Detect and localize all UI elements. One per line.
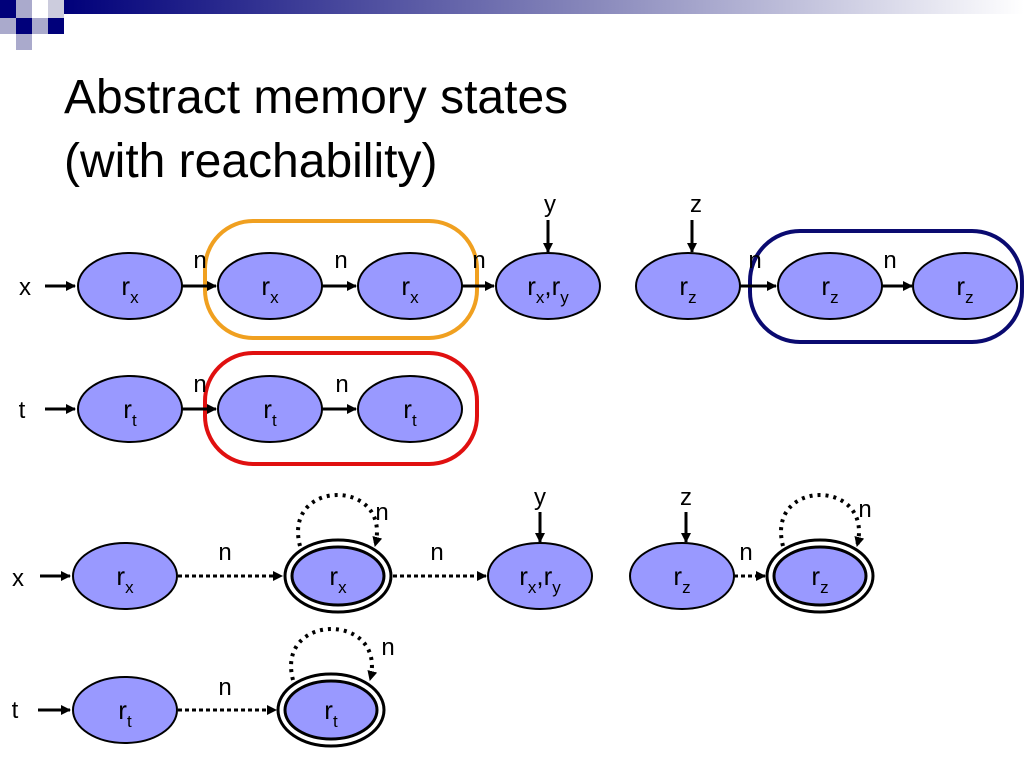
heap-node-label: rt (123, 394, 137, 430)
heap-node-label: rz (811, 561, 828, 597)
summary-node (283, 679, 379, 741)
pointer-variable-y: y (544, 191, 556, 218)
heap-node (487, 542, 593, 610)
summary-node-outer-ring (765, 538, 875, 614)
header-gradient-bar (64, 0, 1024, 14)
heap-node-label: rx (121, 271, 139, 307)
self-loop-edge (779, 493, 865, 547)
heap-node-label: rt (118, 695, 132, 731)
heap-node-label: rx (116, 561, 134, 597)
edge-label-n: n (748, 247, 761, 274)
corner-square-light (0, 18, 16, 34)
heap-node-label: rx (261, 271, 279, 307)
reachability-region-orange (203, 219, 479, 340)
heap-node-label: rz (821, 271, 838, 307)
summary-node-outer-ring (276, 672, 386, 748)
corner-square-light (16, 34, 32, 50)
heap-node (72, 676, 178, 744)
edge-label-n: n (193, 371, 206, 398)
pointer-variable-z: z (690, 191, 702, 218)
heap-node (357, 375, 463, 443)
edge-label-n: n (334, 247, 347, 274)
heap-node (912, 252, 1018, 320)
edge-label-n: n (883, 247, 896, 274)
corner-decoration-graphic (0, 0, 1024, 50)
edge-label-n: n (335, 371, 348, 398)
slide-title-line-2: (with reachability) (64, 135, 438, 188)
heap-node (72, 542, 178, 610)
pointer-variable-t: t (19, 397, 26, 424)
corner-square-dark (0, 0, 16, 18)
edge-label-n: n (218, 539, 231, 566)
edge-label-n: n (218, 674, 231, 701)
pointer-variable-x: x (19, 274, 31, 301)
edge-label-n: n (858, 496, 871, 523)
heap-node-label: rz (679, 271, 696, 307)
heap-node-label: rz (673, 561, 690, 597)
heap-node-label: rx,ry (527, 271, 569, 307)
summary-node (772, 545, 868, 607)
edge-label-n: n (381, 634, 394, 661)
edge-label-n: n (472, 247, 485, 274)
self-loop-edge (289, 627, 378, 681)
edge-label-n: n (375, 499, 388, 526)
heap-node-label: rt (324, 695, 338, 731)
corner-square-white (32, 0, 48, 18)
heap-node (495, 252, 601, 320)
slide-title-line-1: Abstract memory states (64, 71, 569, 124)
edge-label-n: n (739, 539, 752, 566)
pointer-variable-y: y (534, 484, 546, 511)
edge-label-n: n (430, 539, 443, 566)
summary-node (290, 545, 386, 607)
corner-square-light (16, 0, 32, 18)
corner-decoration (0, 0, 1024, 56)
pointer-variable-t: t (12, 697, 19, 724)
heap-node-label: rx (329, 561, 347, 597)
edge-label-n: n (193, 247, 206, 274)
heap-node-label: rt (263, 394, 277, 430)
corner-square-light (32, 18, 48, 34)
corner-square-pale (48, 0, 64, 18)
self-loop-edge (296, 493, 383, 547)
summary-node-outer-ring (283, 538, 393, 614)
pointer-variable-x: x (12, 565, 24, 592)
pointer-variable-z: z (680, 484, 692, 511)
heap-node-label: rx (401, 271, 419, 307)
corner-square-white (32, 34, 48, 50)
corner-square-dark (48, 18, 64, 34)
slide-title: Abstract memory states (with reachabilit… (64, 66, 568, 194)
heap-node-label: rz (956, 271, 973, 307)
corner-square-dark (16, 18, 32, 34)
heap-node-label: rt (403, 394, 417, 430)
heap-node-label: rx,ry (519, 561, 561, 597)
